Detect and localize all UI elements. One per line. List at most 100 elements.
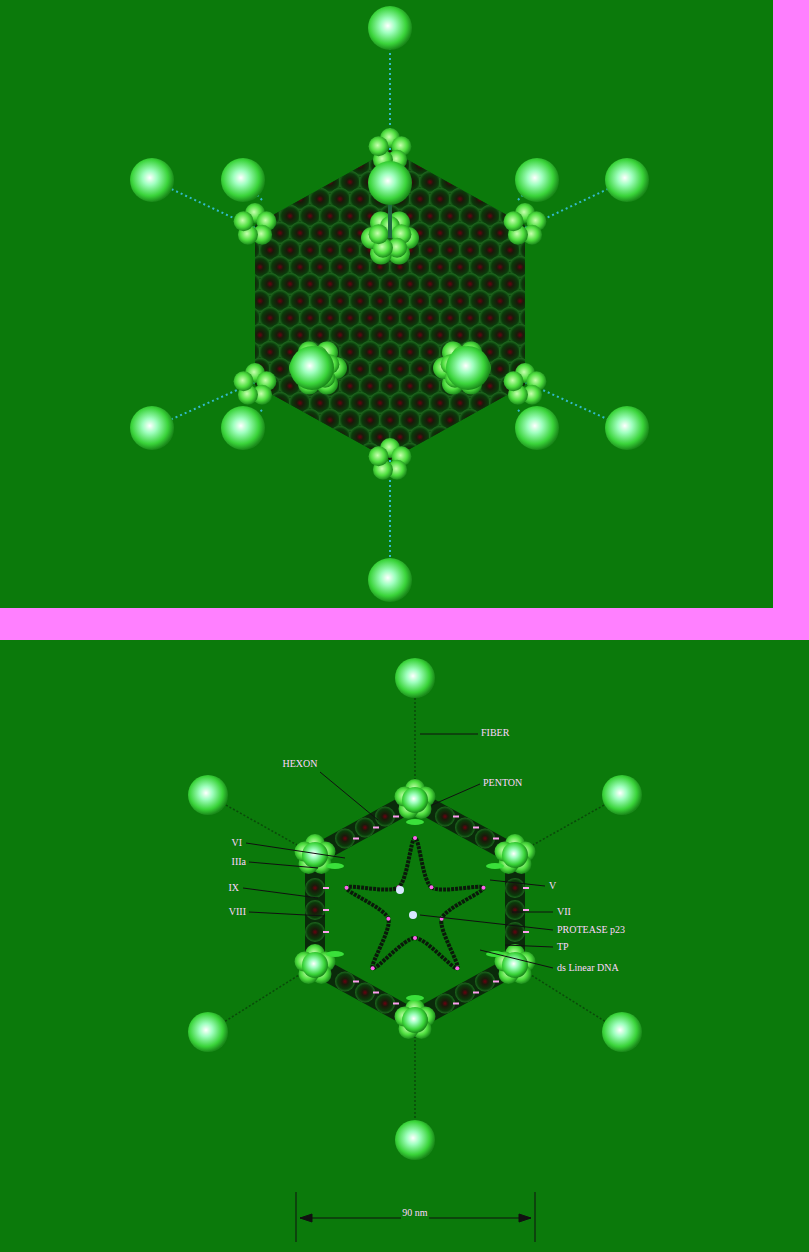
hexon xyxy=(459,409,481,431)
hexon xyxy=(475,972,495,992)
part-label: IX xyxy=(227,882,240,894)
part-label: IIIa xyxy=(231,856,247,868)
core-protein xyxy=(386,917,390,921)
protein-vi xyxy=(326,863,344,869)
hexon xyxy=(489,188,511,210)
hexon xyxy=(305,878,325,898)
hexon xyxy=(479,443,501,465)
hexon xyxy=(455,818,475,838)
hexon xyxy=(305,900,325,920)
hexon xyxy=(299,443,321,465)
fiber-knob xyxy=(221,158,265,202)
hexon xyxy=(505,900,525,920)
hexon xyxy=(489,154,511,176)
leader-line xyxy=(249,862,318,868)
fiber-knob xyxy=(395,1120,435,1160)
part-label: HEXON xyxy=(282,758,319,770)
protein-mark xyxy=(453,816,459,818)
hexon xyxy=(439,137,461,159)
penton-base xyxy=(234,371,254,391)
hexon xyxy=(459,443,481,465)
leader-line xyxy=(505,945,553,947)
hexon xyxy=(319,137,341,159)
hexon xyxy=(279,171,301,193)
penton-center xyxy=(402,1007,428,1033)
hexon xyxy=(329,154,351,176)
core-protein xyxy=(455,966,459,970)
hexon xyxy=(269,188,291,210)
protein-mark xyxy=(373,992,379,994)
part-label: VII xyxy=(556,906,572,918)
protein-vi xyxy=(486,863,504,869)
leader-line xyxy=(249,912,325,916)
arrow-head xyxy=(519,1214,531,1222)
hexon xyxy=(435,994,455,1014)
hexon xyxy=(355,818,375,838)
hexon xyxy=(479,137,501,159)
hexon xyxy=(459,137,481,159)
scale-tick xyxy=(535,1192,536,1242)
fiber-knob xyxy=(130,406,174,450)
protein-mark xyxy=(373,827,379,829)
protein-mark xyxy=(323,909,329,911)
hexon xyxy=(455,983,475,1003)
penton-center xyxy=(302,952,328,978)
fiber-knob xyxy=(368,558,412,602)
scale-bar xyxy=(296,1192,535,1242)
part-label: VIII xyxy=(228,906,247,918)
hexon xyxy=(299,171,321,193)
protein-mark xyxy=(453,1003,459,1005)
hexon xyxy=(309,154,331,176)
core-protein xyxy=(371,966,375,970)
hexon xyxy=(259,443,281,465)
leader-lines xyxy=(243,734,553,968)
hexon xyxy=(239,137,261,159)
protein-mark xyxy=(393,1003,399,1005)
hexon xyxy=(469,154,491,176)
hexon xyxy=(259,137,281,159)
hexon xyxy=(429,426,451,448)
fiber-knob xyxy=(221,406,265,450)
divider-bar xyxy=(773,0,809,640)
dimension-label: 90 nm xyxy=(401,1207,428,1219)
capsid-section xyxy=(188,658,642,1160)
protein-mark xyxy=(523,931,529,933)
hexon xyxy=(519,137,541,159)
penton-base xyxy=(369,224,389,244)
capsid-body xyxy=(255,150,525,460)
fiber-knob xyxy=(130,158,174,202)
hexon xyxy=(269,154,291,176)
protein-mark xyxy=(493,838,499,840)
hexon xyxy=(419,137,441,159)
leader-line xyxy=(480,950,553,968)
protein-mark xyxy=(523,909,529,911)
capsid-shell xyxy=(315,800,515,1020)
fiber-knob xyxy=(515,406,559,450)
core-protein xyxy=(481,886,485,890)
part-label: TP xyxy=(556,941,570,953)
hexon xyxy=(289,426,311,448)
hexon xyxy=(269,426,291,448)
hexon xyxy=(449,426,471,448)
protein-mark xyxy=(473,992,479,994)
hexon xyxy=(419,443,441,465)
hexon xyxy=(299,409,321,431)
hexon xyxy=(335,972,355,992)
hexon xyxy=(299,137,321,159)
leader-line xyxy=(432,784,480,805)
protein-mark xyxy=(393,816,399,818)
leader-line xyxy=(243,888,318,898)
hexon xyxy=(439,443,461,465)
hexon xyxy=(459,171,481,193)
hexon xyxy=(489,392,511,414)
protein-mark xyxy=(353,981,359,983)
fiber-knob xyxy=(368,161,412,205)
protease xyxy=(396,886,404,894)
hexon xyxy=(279,409,301,431)
arrow-head xyxy=(300,1214,312,1222)
hexon xyxy=(329,426,351,448)
hexon xyxy=(489,426,511,448)
hexon xyxy=(375,994,395,1014)
penton-center xyxy=(402,787,428,813)
